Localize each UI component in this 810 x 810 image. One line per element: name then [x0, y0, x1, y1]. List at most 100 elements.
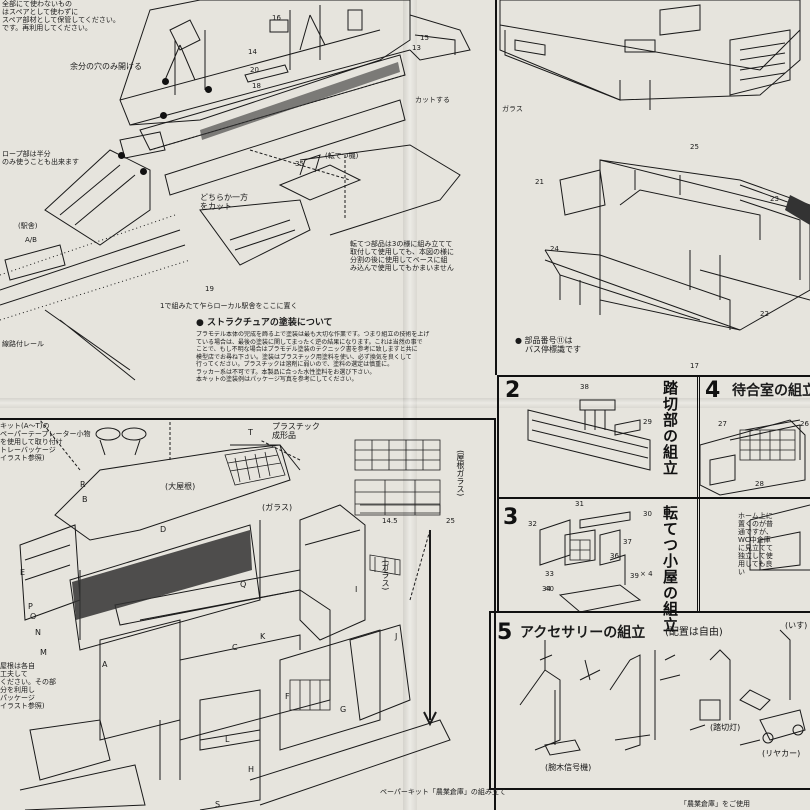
body-line: ている場合は、最後の塗装に関してまったく逆の結果になります。これは当然の事で — [196, 338, 423, 346]
part-letter-q: Q — [240, 580, 247, 589]
marker-dot — [160, 112, 167, 119]
hole-note: 余分の穴のみ開ける — [70, 62, 142, 71]
part-number: 27 — [718, 420, 727, 428]
dim-1: 14.5 — [382, 517, 398, 525]
rope-note: ロープ部は半分 のみ使うことも出来ます — [2, 150, 79, 166]
part-letter-t: T — [248, 428, 253, 437]
glass-label-2: (ガラス) — [262, 503, 293, 512]
switch-note: 転てつ部品は3の様に組み立てて 取付して使用しても、本図の様に 分割の後に使用し… — [350, 240, 454, 272]
structure-title-text: ストラクチュアの塗装について — [207, 318, 333, 328]
left-note: 屋根は各自 工夫して ください。その部 分を利用し パッケージ イラスト参照) — [0, 662, 56, 710]
marker-dot — [140, 168, 147, 175]
part-number: 35 — [295, 160, 304, 168]
plastic-label-text: プラスチック — [272, 422, 320, 431]
top-left-note: 全部にて使わないもの はスペアとして使わずに スペア部材として保管してください。… — [2, 0, 120, 32]
note-line: トレーバッケージ — [0, 446, 56, 455]
note-line: 独立して使 — [738, 552, 773, 561]
note-line: 置くのが普 — [738, 520, 773, 529]
part-letter-s: S — [215, 800, 221, 809]
section-4-note: ホーム上に 置くのが普 通ですが、 WC中倉庫 に見立てて 独立して使 用しても… — [738, 512, 773, 576]
caption-cart: (リヤカー) — [762, 749, 801, 758]
glass-label: ガラス — [502, 105, 523, 113]
note-line: ロープ部は半分 — [2, 150, 51, 158]
note-line: い — [738, 568, 745, 577]
note-line: バス停標識です — [525, 345, 581, 355]
body-line: ことで、もし不明な場合はプラモデル塗装のテクニック書を参考に致しますと共に — [196, 346, 418, 353]
section-5-box — [489, 611, 810, 790]
section-3-number: 3 — [503, 505, 519, 530]
part-number: 36 — [610, 552, 619, 560]
structure-bullet-icon: ● — [196, 318, 204, 328]
part-number: 17 — [690, 362, 699, 370]
part-number: 19 — [205, 285, 214, 293]
section-5-number: 5 — [497, 620, 513, 645]
note-line: 全部にて使わないもの — [2, 0, 72, 8]
part-letter-h: H — [248, 765, 255, 774]
marker-dot — [205, 86, 212, 93]
structure-title: ● ストラクチュアの塗装について — [196, 318, 333, 328]
paper-crease-vertical — [403, 0, 417, 810]
note-line: を使用して取り付け — [0, 438, 63, 447]
local-station-note: 1で組みたて乍らローカル駅舎をここに置く — [160, 302, 298, 310]
kit-note: キット(A〜T)の ペーパーテープレーター小物 を使用して取り付け トレーバッケ… — [0, 422, 91, 462]
caption-semaphore: (腕木信号機) — [545, 763, 592, 772]
section-2-number: 2 — [505, 378, 521, 403]
paper-kit-note-2: 「農業倉庫」をご使用 — [680, 800, 750, 808]
note-line: ホーム上に — [738, 512, 773, 520]
station-label: (駅舎) — [18, 222, 38, 230]
x4-label: × 4 — [640, 570, 653, 578]
part-number: 37 — [623, 538, 632, 546]
part-number: 39 — [630, 572, 639, 580]
section-5-title: アクセサリーの組立 — [520, 625, 646, 641]
marker-dot — [162, 78, 169, 85]
note-line: はスペアとして使わずに — [2, 8, 79, 17]
note-line: 用しても良 — [738, 560, 773, 569]
part-letter-k: K — [260, 632, 266, 641]
note-line: 転てつ部品は3の様に組み立てて — [350, 240, 453, 248]
part-number: 26 — [800, 420, 809, 428]
roof-glass-label: (屋根ガラス) — [456, 450, 465, 497]
structure-body: プラモデル本体の完成を飾る上で塗装は最も大切な作業です。つまり組立の技術を上げ … — [196, 331, 491, 384]
marker-dot — [118, 152, 125, 159]
part-letter-g: G — [340, 705, 347, 714]
part-number: 14 — [248, 48, 257, 56]
note-line: パッケージ — [0, 694, 35, 703]
part-letter-o: O — [30, 612, 37, 621]
part-number: 16 — [272, 14, 281, 22]
part-number: 40 — [545, 585, 554, 593]
part-letter-d: D — [160, 525, 167, 534]
body-line: ラッカー系は不可です。本製品に合った水性塗料をお選び下さい。 — [196, 368, 376, 376]
switch-hut-label: (転てつ機) — [325, 152, 359, 160]
note-line: 屋根は各自 — [0, 662, 35, 670]
part-number: 20 — [250, 66, 259, 74]
part-number: 22 — [760, 310, 769, 318]
bullet-icon: ● — [515, 336, 525, 345]
note-line: ください。その部 — [0, 678, 56, 687]
note-line: WC中倉庫 — [738, 536, 771, 545]
note-line: に見立てて — [738, 544, 773, 553]
plastic-label: プラスチック 成形品 — [272, 422, 320, 440]
part-number: 31 — [575, 500, 584, 508]
caption-chair: (いす) — [785, 621, 808, 630]
note-line: 工夫して — [0, 670, 28, 679]
section-2-box — [497, 375, 700, 499]
section-4-title: 待合室の組立 — [732, 383, 810, 399]
paper-kit-note: ペーパーキット「農業倉庫」の組み立て — [380, 788, 506, 796]
note-line: をカット — [200, 202, 232, 212]
part-letter-r: R — [80, 480, 86, 489]
body-line: 行ってください。プラスチックは溶剤に弱いので、塗料の選定は慎重に。 — [196, 361, 394, 368]
note-line: 分を利用し — [0, 686, 35, 695]
note-line: 分割の後に使用してベースに組 — [350, 256, 448, 265]
part-number: 18 — [252, 82, 261, 90]
note-line: どちらか一方 — [200, 193, 248, 202]
part-letter-j: J — [395, 632, 398, 641]
note-line: です。再利用してください。 — [2, 24, 92, 33]
part-number: 24 — [550, 245, 559, 253]
body-line: 模型店でお尋ね下さい。塗装はプラスチック用塗料を使い、必ず換気を良くして — [196, 353, 412, 361]
part-letter-p: P — [28, 602, 33, 611]
part-letter-n: N — [35, 628, 41, 637]
section-3-title: 転てつ小屋の組立 — [661, 505, 679, 633]
section-4-box — [697, 375, 810, 499]
big-roof-label: (大屋根) — [165, 482, 196, 491]
